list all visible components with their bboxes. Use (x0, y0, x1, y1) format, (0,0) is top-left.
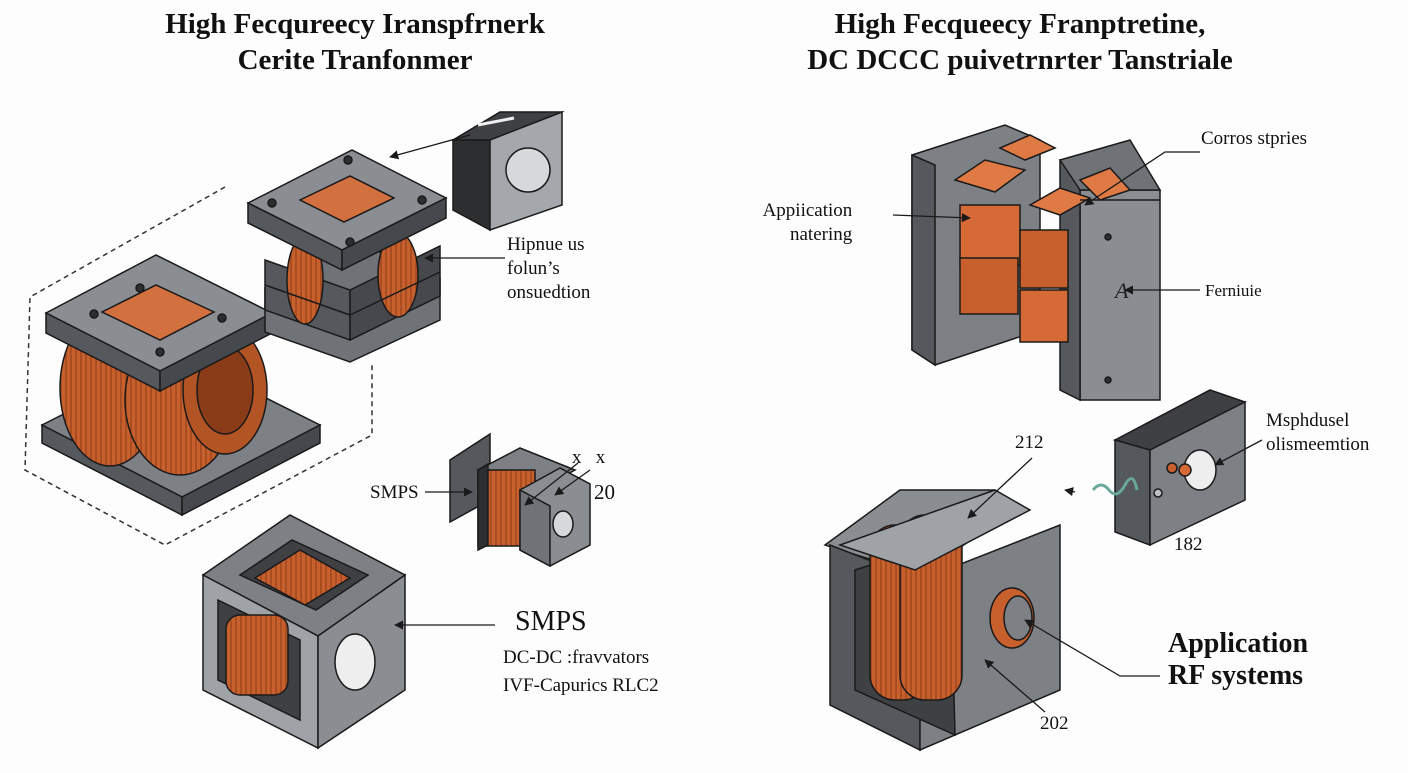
cube-pot-core (201, 514, 407, 750)
ferrite-block-with-hole (1091, 389, 1247, 547)
label-212: 212 (1015, 432, 1044, 453)
label-smps-applications: DC-DC :fravvators IVF-Capurics RLC2 (503, 646, 659, 698)
label-smps-small: SMPS (370, 482, 419, 503)
dashed-assembly-outline (24, 186, 373, 546)
large-toroid-transformer (40, 254, 322, 517)
ferrite-frame-with-windings (911, 124, 1162, 402)
label-msphdusel-line2: olismeemtion (1266, 434, 1370, 455)
core-block-with-hole (450, 110, 565, 232)
label-hipnue-line3: onsuedtion (507, 282, 591, 303)
core-glyph-label: A (1113, 278, 1129, 303)
label-application-rf-line1: Application (1168, 628, 1309, 659)
stacked-core-transformer (246, 149, 448, 363)
label-hipnue-line2: folun’s (507, 258, 560, 279)
label-smps-sub-line2: IVF-Capurics RLC2 (503, 675, 659, 696)
label-smps-large: SMPS (515, 606, 587, 637)
label-x-marks: x x (572, 447, 606, 468)
label-msphdusel-line1: Msphdusel (1266, 410, 1350, 431)
label-202: 202 (1040, 713, 1069, 734)
label-application-rf-systems: Application RF systems (1168, 628, 1308, 692)
label-ferniuie: Ferniuie (1205, 281, 1262, 300)
leader-lines (389, 134, 1263, 713)
label-hipnue-construction: Hipnue us folun’s onsuedtion (507, 233, 590, 305)
c-core-with-winding (823, 489, 1061, 752)
label-corros-stpries: Corros stpries (1201, 128, 1308, 149)
label-application-line1: Appiication (762, 200, 853, 221)
small-bobbin-core (449, 432, 591, 568)
label-20: 20 (594, 480, 615, 504)
left-title-line2: Cerite Tranfonmer (237, 44, 473, 76)
label-application-rf-line2: RF systems (1168, 660, 1304, 691)
label-application-natering: Appiication natering (760, 199, 853, 247)
label-msphdusel: Msphdusel olismeemtion (1266, 409, 1369, 457)
label-hipnue-line1: Hipnue us (507, 234, 585, 255)
label-application-line2: natering (790, 224, 853, 245)
label-smps-sub-line1: DC-DC :fravvators (503, 647, 650, 668)
left-title-line1: High Fecqureecy Iranspfrnerk (165, 8, 545, 40)
right-title-line1: High Fecqueecy Franptretine, (834, 8, 1206, 40)
label-182: 182 (1174, 534, 1203, 555)
right-title-line2: DC DCCC puivetrnrter Tanstriale (807, 44, 1233, 76)
